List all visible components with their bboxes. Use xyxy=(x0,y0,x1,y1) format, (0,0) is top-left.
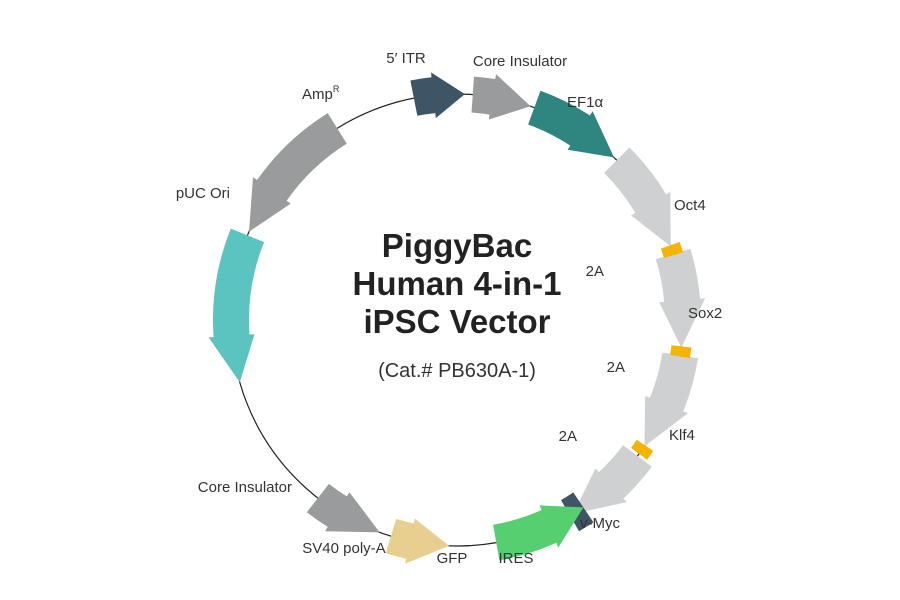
ampr-arrow xyxy=(249,113,347,232)
label-oct4: Oct4 xyxy=(674,197,706,214)
label-2a-2: 2A xyxy=(607,359,625,376)
five-itr-arrow xyxy=(410,72,465,119)
label-sox2: Sox2 xyxy=(688,305,722,322)
label-sv40-polya: SV40 poly-A xyxy=(302,540,385,557)
label-puc-ori: pUC Ori xyxy=(176,185,230,202)
vector-title-line-2: Human 4-in-1 xyxy=(352,265,561,302)
marker-2a-3 xyxy=(631,439,654,460)
label-klf4: Klf4 xyxy=(669,427,695,444)
sox2-arrow xyxy=(655,248,706,348)
core-insulator-2-arrow xyxy=(306,483,380,533)
feature-shapes xyxy=(208,72,706,564)
gfp-arrow xyxy=(493,505,584,561)
marker-2a-1 xyxy=(660,242,683,258)
label-2a-1: 2A xyxy=(586,263,604,280)
label-five-itr: 5′ ITR xyxy=(386,50,426,67)
marker-2a-2 xyxy=(670,345,692,359)
ampr-superscript: R xyxy=(333,84,340,94)
label-gfp: GFP xyxy=(437,550,468,567)
label-ires: IRES xyxy=(498,550,533,567)
v-myc-arrow xyxy=(573,445,652,514)
label-core-insulator-top: Core Insulator xyxy=(473,53,567,70)
oct4-arrow xyxy=(604,147,671,247)
catalog-number: (Cat.# PB630A-1) xyxy=(378,360,536,382)
label-ef1a: EF1α xyxy=(567,94,604,111)
ef1a-arrow xyxy=(528,90,614,158)
puc-ori-arrow xyxy=(208,228,265,383)
klf4-arrow xyxy=(644,352,698,447)
vector-title-line-3: iPSC Vector xyxy=(363,303,550,340)
label-v-myc: v-Myc xyxy=(580,515,620,532)
ampr-main: Amp xyxy=(302,86,333,103)
label-ampr: AmpR xyxy=(302,84,340,103)
label-core-insulator-bottom: Core Insulator xyxy=(198,479,292,496)
vector-title-line-1: PiggyBac xyxy=(382,227,532,264)
label-2a-3: 2A xyxy=(559,428,577,445)
core-insulator-1-arrow xyxy=(471,74,531,120)
sv40-polya-arrow xyxy=(385,518,450,564)
